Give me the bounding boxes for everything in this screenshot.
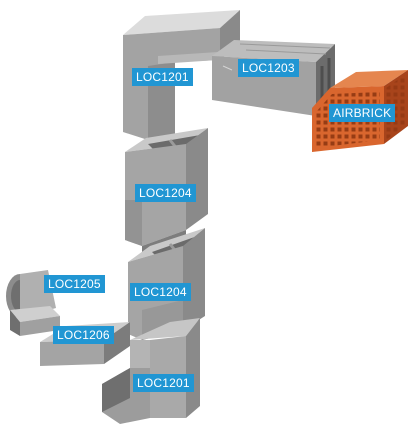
label-loc1201-bottom: LOC1201 — [133, 374, 194, 392]
label-loc1201-top: LOC1201 — [132, 68, 193, 86]
label-loc1205: LOC1205 — [44, 275, 105, 293]
label-airbrick: AIRBRICK — [329, 104, 396, 122]
loc1201-bottom-bend-part — [102, 318, 200, 424]
label-loc1204-upper: LOC1204 — [135, 184, 196, 202]
label-loc1203: LOC1203 — [238, 59, 299, 77]
label-loc1204-lower: LOC1204 — [130, 283, 191, 301]
label-loc1206: LOC1206 — [53, 326, 114, 344]
